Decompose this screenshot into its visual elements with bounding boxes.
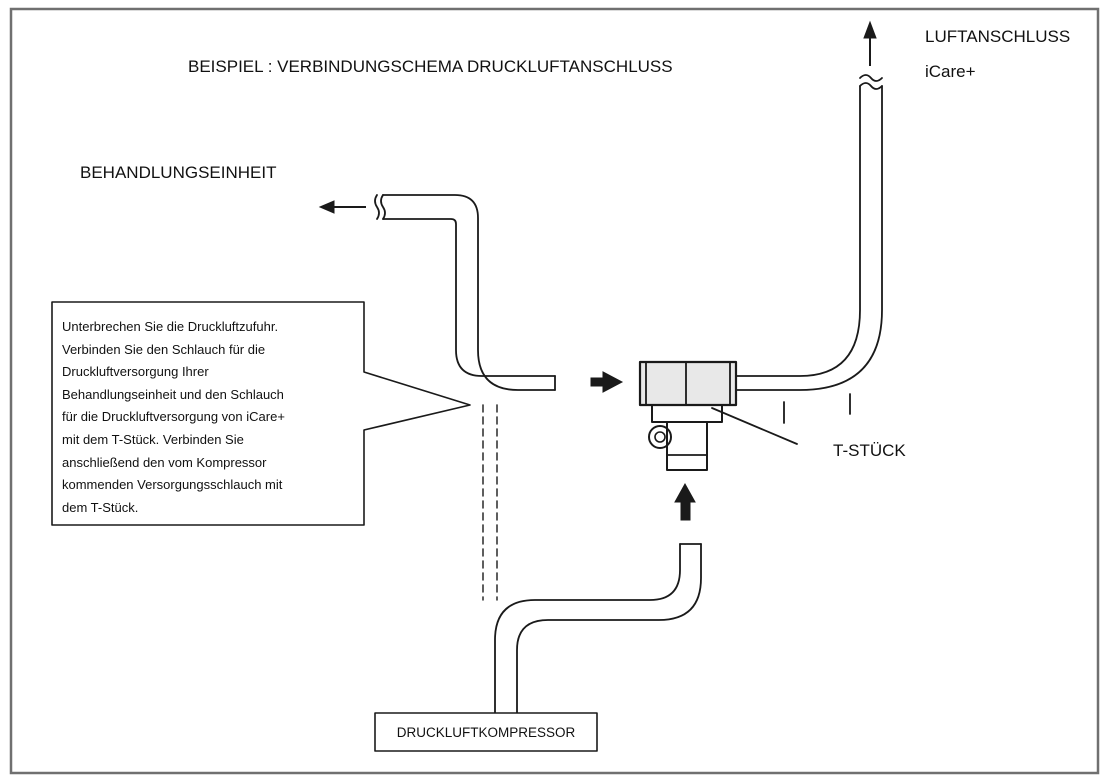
instruction-line: mit dem T-Stück. Verbinden Sie xyxy=(62,431,244,447)
instruction-line: für die Druckluftversorgung von iCare+ xyxy=(62,409,285,425)
instruction-callout xyxy=(51,301,471,526)
instruction-line: anschließend den vom Kompressor xyxy=(62,454,267,470)
arrow-left-treatment xyxy=(318,200,366,214)
arrow-up-into-t-piece xyxy=(674,482,696,521)
alignment-dashed-lines xyxy=(482,404,498,601)
icare-label: iCare+ xyxy=(925,62,976,81)
diagram-title: BEISPIEL : VERBINDUNGSCHEMA DRUCKLUFTANS… xyxy=(188,57,673,76)
compressor-label: DRUCKLUFTKOMPRESSOR xyxy=(396,724,576,740)
t-piece-leader-line xyxy=(711,407,798,445)
compressor-hose xyxy=(494,543,702,714)
instruction-line: Unterbrechen Sie die Druckluftzufuhr. xyxy=(62,319,279,334)
air-connection-label: LUFTANSCHLUSS xyxy=(925,27,1071,46)
instruction-line: Behandlungseinheit und den Schlauch xyxy=(62,386,284,402)
diagram-frame xyxy=(9,7,1100,775)
icare-hose xyxy=(736,74,883,391)
instruction-line: kommenden Versorgungsschlauch mit xyxy=(62,477,283,493)
t-piece-fitting xyxy=(638,360,738,471)
arrow-up-icare xyxy=(863,20,877,66)
instruction-text: Unterbrechen Sie die Druckluftzufuhr. Ve… xyxy=(62,316,364,519)
arrow-right-into-t-piece xyxy=(590,371,624,393)
instruction-line: dem T-Stück. xyxy=(62,499,139,515)
compressor-box xyxy=(374,712,598,752)
treatment-unit-hose xyxy=(374,194,556,391)
instruction-line: Verbinden Sie den Schlauch für die xyxy=(62,341,266,357)
treatment-unit-label: BEHANDLUNGSEINHEIT xyxy=(80,163,277,182)
t-piece-label: T-STÜCK xyxy=(833,441,906,460)
instruction-line: Druckluftversorgung Ihrer xyxy=(62,364,209,380)
